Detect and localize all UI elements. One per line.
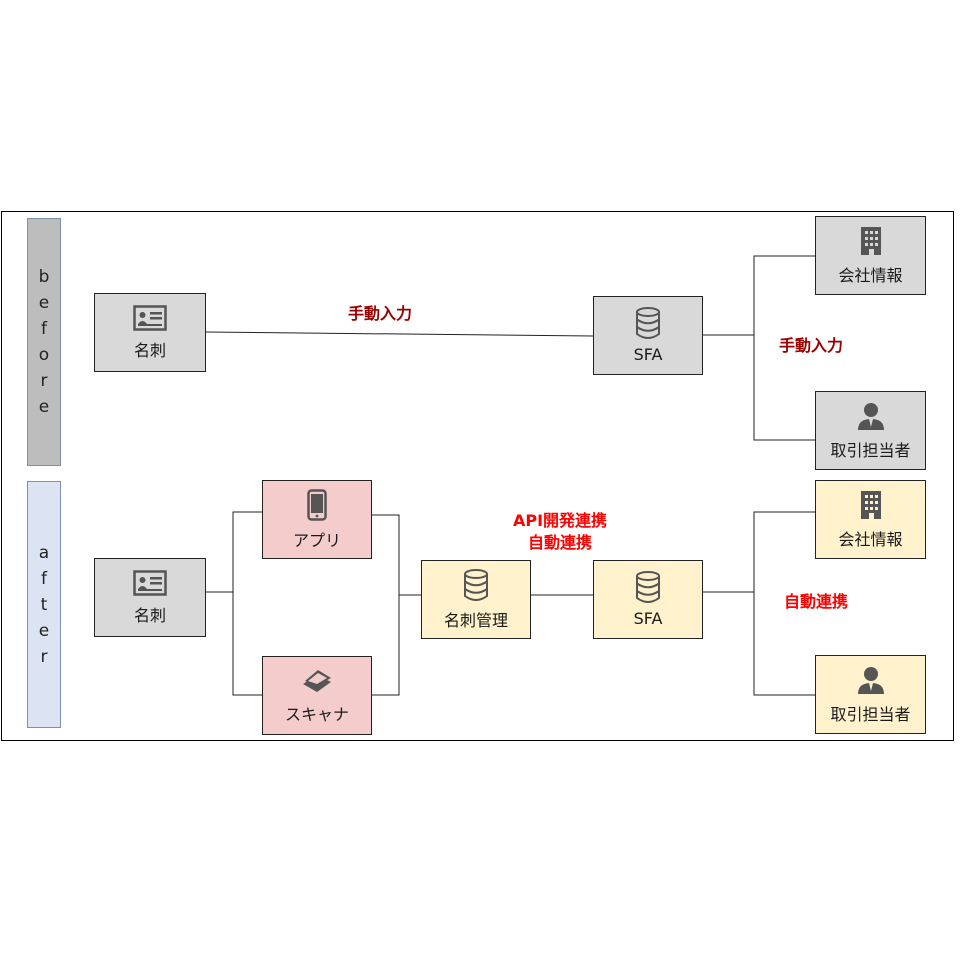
node-label: アプリ	[292, 530, 341, 550]
node-company-after: 会社情報	[815, 480, 926, 559]
node-label: スキャナ	[284, 704, 349, 724]
edge-branch-before	[753, 255, 815, 441]
node-label: 名刺	[133, 605, 166, 625]
person-icon	[857, 402, 884, 430]
edge-input-branch	[232, 511, 262, 696]
node-label: 会社情報	[838, 529, 903, 549]
node-sfa-before: SFA	[593, 296, 703, 375]
edge-branch-after	[753, 511, 815, 696]
phase-before-letter: b	[38, 267, 50, 287]
phase-before-letter: e	[38, 397, 50, 417]
edge-label-auto-integration-right: 自動連携	[784, 592, 849, 611]
database-icon	[464, 568, 488, 601]
edge-merge-branch	[372, 514, 400, 696]
edge-label-manual-input-right: 手動入力	[779, 336, 844, 355]
edge-label-manual-input: 手動入力	[348, 304, 413, 323]
phase-bar-before: b e f o r e	[27, 218, 61, 466]
business-card-icon	[133, 569, 167, 596]
phase-before-letter: e	[38, 293, 50, 313]
phase-before-letter: f	[41, 319, 47, 339]
phase-bar-after: a f t e r	[27, 481, 61, 728]
phase-after-letter: f	[41, 568, 47, 589]
node-label: 取引担当者	[830, 440, 911, 460]
node-sfa-after: SFA	[593, 560, 703, 639]
node-label: SFA	[633, 609, 663, 628]
node-meishi-after: 名刺	[94, 558, 206, 637]
edge-meishi-sfa	[205, 331, 594, 337]
phase-after-letter: e	[38, 620, 50, 641]
phase-before-letter: o	[38, 345, 50, 365]
phase-after-letter: t	[40, 594, 48, 615]
smartphone-icon	[307, 488, 327, 521]
scanner-icon	[303, 669, 331, 692]
node-label: 名刺管理	[443, 610, 508, 630]
edge-label-api-integration: API開発連携 自動連携	[490, 510, 630, 554]
node-contact-after: 取引担当者	[815, 655, 926, 734]
phase-after-letter: a	[38, 542, 50, 563]
node-card-management: 名刺管理	[421, 560, 531, 639]
node-label: 取引担当者	[830, 704, 911, 724]
person-icon	[857, 666, 884, 694]
edge-label-api-line2: 自動連携	[527, 533, 592, 552]
business-card-icon	[133, 304, 167, 331]
node-contact-before: 取引担当者	[815, 391, 926, 470]
phase-before-letter: r	[40, 371, 48, 391]
phase-after-letter: r	[40, 646, 48, 667]
building-icon	[860, 226, 881, 255]
diagram-frame	[1, 211, 954, 741]
database-icon	[636, 307, 660, 339]
building-icon	[860, 490, 881, 519]
node-scanner: スキャナ	[262, 656, 372, 735]
node-app: アプリ	[262, 480, 372, 559]
database-icon	[636, 571, 660, 603]
node-company-before: 会社情報	[815, 216, 926, 295]
edge-label-api-line1: API開発連携	[512, 511, 608, 530]
node-meishi-before: 名刺	[94, 293, 206, 372]
node-label: 会社情報	[838, 265, 903, 285]
node-label: SFA	[633, 345, 663, 364]
node-label: 名刺	[133, 340, 166, 360]
